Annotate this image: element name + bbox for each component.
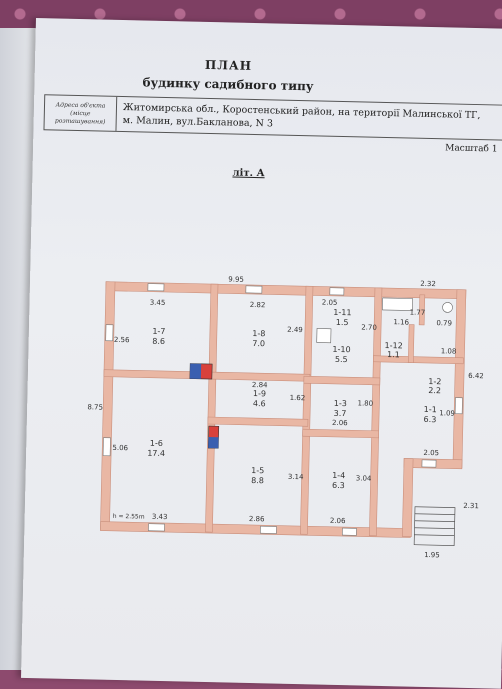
dimension-label: 9.95 <box>228 275 244 283</box>
dimension-label: 2.05 <box>322 299 338 307</box>
dimension-label: 2.84 <box>252 381 268 389</box>
room-id: 1-5 <box>251 466 264 475</box>
room-id: 1-12 <box>384 341 402 350</box>
room-labels: 1-7 8.6 1-8 7.0 1-11 1.5 1-10 5.5 1-12 1… <box>147 308 441 490</box>
document-page: ПЛАН будинку садибного типу Адреса об'єк… <box>21 18 502 689</box>
room-id: 1-7 <box>152 327 165 336</box>
dimension-label: 2.05 <box>423 449 439 457</box>
dimension-label: 5.06 <box>112 444 128 452</box>
dimension-label: 3.14 <box>288 473 304 481</box>
room-id: 1-4 <box>332 471 345 480</box>
porch-steps <box>413 506 456 546</box>
dimension-label: 1.77 <box>410 309 426 317</box>
dimension-label: 2.06 <box>330 517 346 525</box>
dimension-label: 2.70 <box>361 323 377 331</box>
room-id: 1-8 <box>252 329 265 338</box>
dimension-label: 2.06 <box>332 419 348 427</box>
dimension-label: 8.75 <box>87 403 103 411</box>
dimension-label: 0.79 <box>436 319 452 327</box>
room-area: 2.2 <box>428 386 441 395</box>
windows <box>102 283 463 536</box>
stove-icons <box>189 363 220 449</box>
height-note: h = 2.55m <box>113 513 145 521</box>
dimension-label: 2.82 <box>250 301 266 309</box>
interior-walls <box>103 283 464 537</box>
dimension-label: 1.08 <box>441 347 457 355</box>
dimension-label: 2.86 <box>249 515 265 523</box>
dimension-label: 2.56 <box>114 336 130 344</box>
room-area: 1.5 <box>336 318 349 327</box>
room-area: 17.4 <box>147 449 165 458</box>
dimension-label: 1.62 <box>290 394 306 402</box>
room-area: 5.5 <box>335 355 348 364</box>
dimension-label: 1.09 <box>439 409 455 417</box>
dimension-labels: 9.95 3.45 2.82 2.05 2.32 1.16 0.79 1.77 … <box>87 275 484 559</box>
dimension-label: 1.16 <box>393 318 409 326</box>
room-area: 6.3 <box>332 481 345 490</box>
room-id: 1-10 <box>332 345 350 354</box>
exterior-walls <box>100 281 467 538</box>
dimension-label: 6.42 <box>468 372 484 380</box>
room-area: 6.3 <box>424 415 437 424</box>
room-area: 7.0 <box>252 339 265 348</box>
dimension-label: 2.32 <box>420 280 436 288</box>
dimension-label: 2.31 <box>463 502 479 510</box>
dimension-label: 2.49 <box>287 326 303 334</box>
room-id: 1-3 <box>334 399 347 408</box>
room-id: 1-11 <box>333 308 351 317</box>
dimension-label: 1.80 <box>357 399 373 407</box>
room-id: 1-6 <box>150 439 163 448</box>
dimension-label: 1.95 <box>424 551 440 559</box>
room-area: 4.6 <box>253 399 266 408</box>
room-area: 1.1 <box>387 350 400 359</box>
room-area: 8.6 <box>152 337 165 346</box>
bathroom-fixtures <box>316 297 453 344</box>
room-area: 8.8 <box>251 476 264 485</box>
dimension-label: 3.45 <box>150 299 166 307</box>
room-area: 3.7 <box>334 409 347 418</box>
floor-plan: 1-7 8.6 1-8 7.0 1-11 1.5 1-10 5.5 1-12 1… <box>87 275 484 559</box>
room-id: 1-2 <box>428 377 441 386</box>
room-id: 1-9 <box>253 389 266 398</box>
dimension-label: 3.43 <box>152 513 168 521</box>
room-id: 1-1 <box>424 405 437 414</box>
dimension-label: 3.04 <box>356 474 372 482</box>
